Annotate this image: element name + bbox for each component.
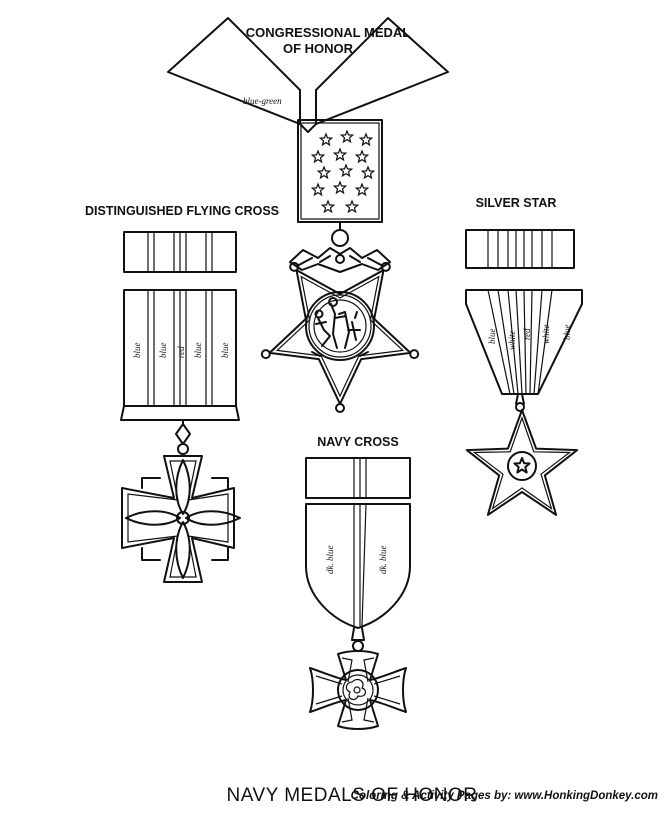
silver-star-stripe-label-5: blue <box>562 324 572 340</box>
pad-star <box>332 147 348 162</box>
silver-star-medal <box>465 409 579 516</box>
dfc-hanger <box>175 419 191 455</box>
neck-band-color-label: blue-green <box>243 96 282 106</box>
dfc-ribbon-bar <box>123 231 237 273</box>
dfc-cross <box>121 455 241 583</box>
navy-cross-stripe-label-1: dk. blue <box>325 546 335 575</box>
star-tip-ball <box>335 403 345 413</box>
pad-star <box>339 129 355 144</box>
navy-cross-drape: dk. blue dk. blue <box>305 503 411 629</box>
silver-star-stripe-label-3: red <box>522 328 532 340</box>
dfc-stripe-label-4: blue <box>193 342 203 358</box>
star-tip-ball <box>260 349 271 360</box>
pad-star <box>360 165 376 180</box>
pad-star <box>318 132 334 147</box>
silver-star-drape: blue white red white blue <box>465 289 583 395</box>
silver-star-ribbon-bar <box>465 229 575 269</box>
dfc-stripe-label-3: red <box>176 346 186 358</box>
neck-band: blue-green <box>167 17 449 133</box>
dfc-title: DISTINGUISHED FLYING CROSS <box>85 204 279 218</box>
dfc-stripe-label-1: blue <box>132 342 142 358</box>
dfc-stripe-label-5: blue <box>220 342 230 358</box>
footer-credit: Coloring & Activity Pages by: www.Honkin… <box>350 790 658 802</box>
navy-cross-stripe-label-2: dk. blue <box>378 546 388 575</box>
distinguished-flying-cross: DISTINGUISHED FLYING CROSS blue blue red… <box>85 204 279 583</box>
navy-cross-hanger <box>351 627 365 652</box>
silver-star-stripe-label-4: white <box>541 324 551 344</box>
pad-star <box>358 132 374 147</box>
pad-star <box>310 182 326 197</box>
page-title: NAVY MEDALS OF HONOR <box>226 785 477 806</box>
navy-cross-title: NAVY CROSS <box>317 435 399 449</box>
silver-star-stripe-label-1: blue <box>487 328 497 344</box>
minerva-figures <box>314 297 361 349</box>
pad-star <box>354 182 370 197</box>
star-tip-balls <box>260 261 420 413</box>
dfc-drape: blue blue red blue blue <box>120 289 240 421</box>
star-medallion <box>268 269 412 405</box>
pad-star <box>316 165 332 180</box>
pad-star <box>320 199 336 214</box>
cmh-title-line-2: OF HONOR <box>283 41 354 56</box>
star-tip-ball <box>289 261 300 272</box>
propeller <box>125 459 241 579</box>
star-pad <box>297 119 383 223</box>
pad-star <box>354 149 370 164</box>
pad-star <box>310 149 326 164</box>
cmh-title-line-1: CONGRESSIONAL MEDAL <box>246 25 410 40</box>
silver-star-stripe-label-2: white <box>507 330 517 350</box>
navy-cross-medal <box>309 650 407 730</box>
star-tip-ball <box>409 349 420 360</box>
eagle-bar <box>289 247 391 273</box>
silver-star-hanger <box>515 393 525 412</box>
medal-of-honor: blue-green CONGRESSIONAL MEDAL OF HONOR <box>167 17 449 413</box>
dfc-stripe-label-2: blue <box>158 342 168 358</box>
navy-cross-ribbon-bar <box>305 457 411 499</box>
pad-star <box>344 199 360 214</box>
silver-star-title: SILVER STAR <box>476 196 557 210</box>
silver-star: SILVER STAR blue white red white blue <box>465 196 583 516</box>
pad-star <box>338 163 354 178</box>
star-tip-ball <box>380 261 391 272</box>
pad-star <box>332 180 348 195</box>
suspension-link <box>331 221 349 247</box>
navy-cross: NAVY CROSS dk. blue dk. blue <box>305 435 411 730</box>
